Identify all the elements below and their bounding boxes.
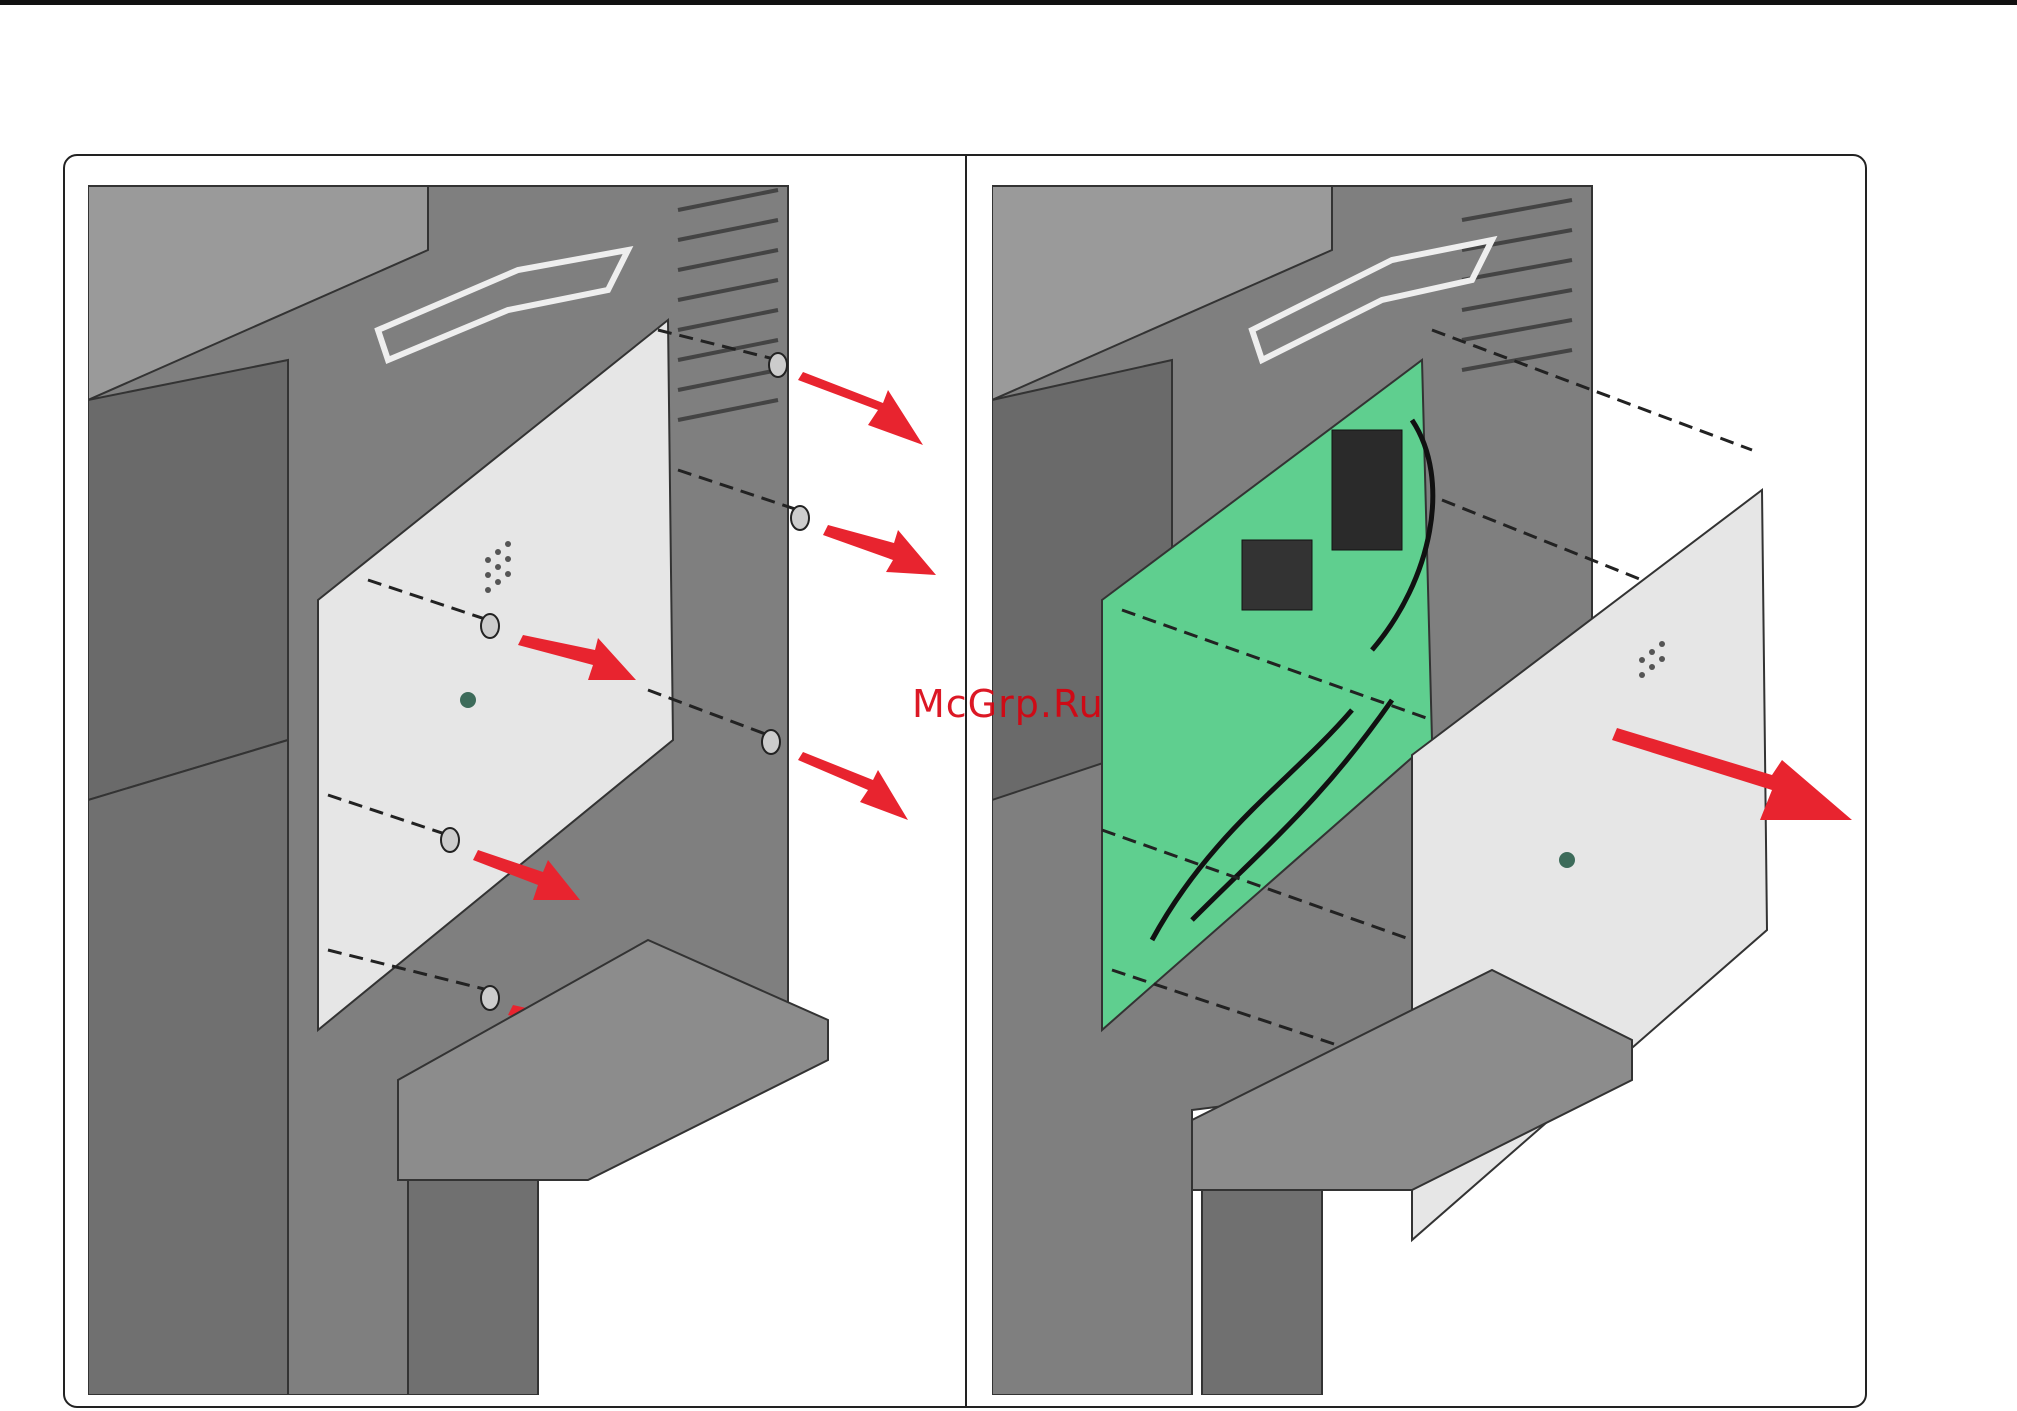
panel-divider bbox=[965, 154, 967, 1408]
chip-icon bbox=[1332, 430, 1402, 550]
watermark-text: McGrp.Ru bbox=[912, 682, 1104, 726]
figure-remove-screws bbox=[88, 180, 948, 1395]
figure-remove-shield bbox=[992, 180, 1852, 1395]
printer-back-illustration bbox=[88, 180, 948, 1395]
fan-icon bbox=[1242, 540, 1312, 610]
printer-board-illustration bbox=[992, 180, 1852, 1395]
printer-side-left bbox=[88, 360, 288, 800]
header-rule bbox=[0, 0, 2017, 5]
